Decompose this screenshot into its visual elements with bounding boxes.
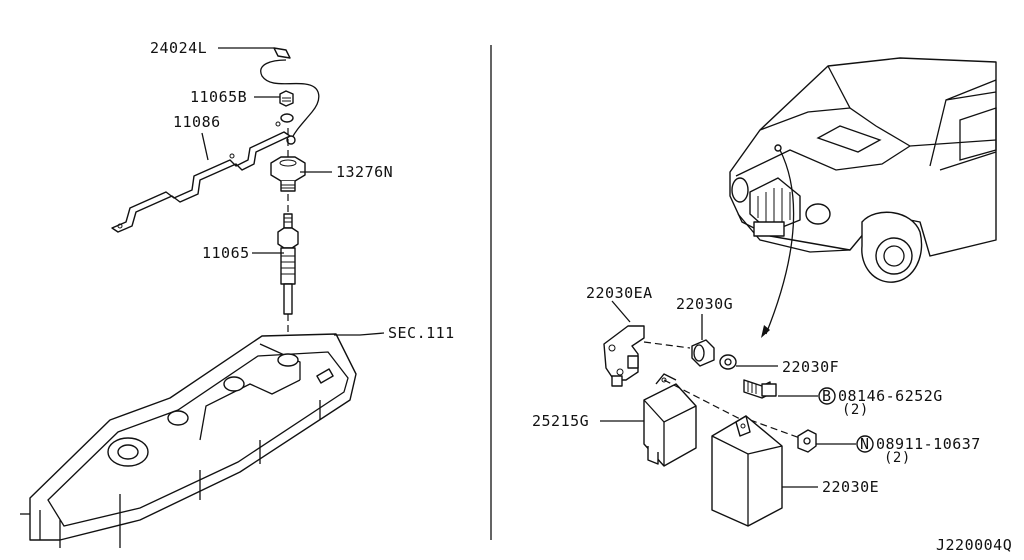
callout-22030F: 22030F — [782, 358, 839, 376]
callout-13276N: 13276N — [336, 163, 393, 181]
callout-22030EA: 22030EA — [586, 284, 653, 302]
glow-plug-part — [277, 213, 299, 315]
diagram-code: J220004Q — [936, 536, 1012, 554]
vehicle-illustration — [729, 57, 997, 338]
nut-quantity: (2) — [884, 450, 911, 466]
nut-symbol: N — [860, 435, 870, 453]
callout-22030G: 22030G — [676, 295, 733, 313]
bolt-callout: B 08146-6252G (2) — [818, 387, 943, 418]
controller-part — [711, 415, 783, 527]
bolt-part — [743, 379, 777, 399]
engine-head-drawing — [20, 333, 357, 548]
bolt-symbol: B — [822, 387, 832, 405]
callout-11065B: 11065B — [190, 88, 247, 106]
nut-part — [797, 429, 817, 453]
nut-symbol-circle — [856, 435, 874, 453]
bolt-quantity: (2) — [842, 402, 869, 418]
relay-part — [643, 373, 697, 467]
glow-plate-part — [111, 121, 291, 233]
callout-25215G: 25215G — [532, 412, 589, 430]
nut-callout: N 08911-10637 (2) — [856, 435, 981, 466]
callout-24024L: 24024L — [150, 39, 207, 57]
glow-wire-part — [260, 47, 320, 145]
sensor-part — [270, 156, 306, 192]
grommet-part — [691, 339, 715, 367]
bracket-part — [603, 325, 645, 387]
collar-part — [719, 354, 737, 370]
glow-nut-part — [279, 90, 294, 123]
callout-sec-111: SEC.111 — [388, 324, 455, 342]
nut-part-number: 08911-10637 — [876, 435, 981, 453]
bolt-part-number: 08146-6252G — [838, 387, 943, 405]
callout-22030E: 22030E — [822, 478, 879, 496]
callout-11086: 11086 — [173, 113, 221, 131]
bolt-symbol-circle — [818, 387, 836, 405]
callout-11065: 11065 — [202, 244, 250, 262]
